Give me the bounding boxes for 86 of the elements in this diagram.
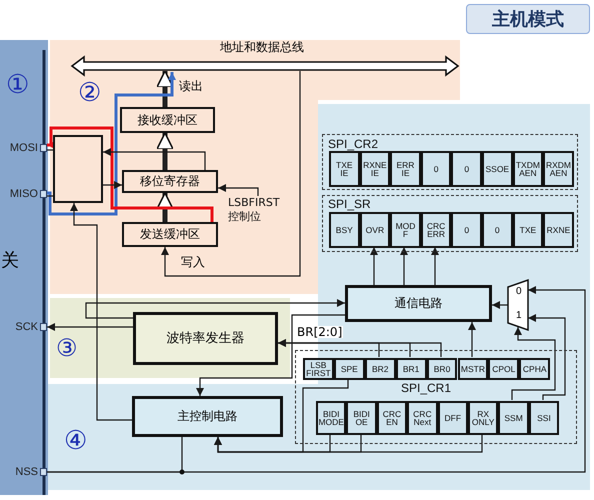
process-box: 波特率发生器 (133, 312, 278, 365)
register-bit-cell: ERR IE (390, 151, 421, 187)
register-name: SPI_CR1 (401, 382, 452, 394)
arrow (70, 203, 132, 421)
pin-label: MISO (10, 189, 38, 200)
register-bit-cell: BSY (329, 212, 360, 248)
arrow (528, 314, 566, 400)
register-bit-cell: MOD F (390, 212, 421, 248)
register-bit-cell: BR2 (364, 358, 396, 380)
process-box: 发送缓冲区 (122, 222, 218, 247)
register-bit-cell: SSI (528, 401, 560, 435)
edge-label: BR[2:0] (296, 326, 344, 338)
register-group (322, 134, 578, 190)
register-bit-cell: CRC ERR (420, 212, 452, 248)
register-bit-cell: CPOL (488, 358, 520, 380)
arrow (431, 247, 439, 285)
process-box: 主控制电路 (132, 396, 283, 437)
arrow (214, 434, 483, 453)
process-box: 通信电路 (345, 285, 492, 322)
side-label: 关 (1, 252, 19, 270)
register-bit-cell: TXE IE (329, 151, 360, 187)
arrow (103, 181, 122, 189)
arrow (370, 247, 378, 285)
connector-line (47, 195, 53, 197)
register-bit-cell: SSOE (482, 151, 513, 187)
callout-number: ① (6, 72, 30, 98)
pin-label: MOSI (10, 143, 38, 154)
callout-number: ③ (56, 336, 78, 360)
pin-label: SCK (15, 322, 38, 333)
register-bit-cell: OVR (360, 212, 390, 248)
register-bit-cell: CRC EN (376, 401, 408, 435)
arrow (196, 314, 345, 396)
register-bit-cell: CRC Next (407, 401, 438, 435)
edge-label: 写入 (180, 256, 206, 268)
register-bit-cell: RXNE (543, 212, 574, 248)
register-bit-cell: CPHA (519, 358, 550, 380)
register-name: SPI_SR (328, 198, 371, 210)
register-bit-cell: 0 (451, 212, 482, 248)
arrow (103, 148, 206, 170)
mux-input-label: 0 (516, 287, 522, 297)
register-bit-cell: TXE (512, 212, 544, 248)
register-bit-cell: RXDM AEN (543, 151, 574, 187)
connector-line (47, 149, 53, 151)
data-transfer-arrow (156, 192, 174, 222)
pin-label: NSS (15, 467, 38, 478)
signal-path-arrow (47, 126, 214, 222)
register-bit-cell: LSB FIRST (303, 358, 334, 380)
register-bit-cell: 0 (420, 151, 452, 187)
register-bit-cell: RXNE IE (360, 151, 390, 187)
control-bit-label: LSBFIRST 控制位 (228, 196, 294, 226)
edge-label: 读出 (178, 80, 204, 92)
register-bit-cell: SSM (498, 401, 529, 435)
register-group (322, 195, 578, 252)
register-bit-cell: 0 (451, 151, 482, 187)
register-group (295, 350, 577, 444)
arrow (218, 184, 259, 196)
arrow (161, 71, 301, 277)
register-bit-cell: BR0 (426, 358, 458, 380)
arrow (85, 299, 345, 319)
title-badge: 主机模式 (466, 4, 590, 34)
register-bit-cell: DFF (438, 401, 468, 435)
arrow (400, 247, 408, 285)
process-box: 移位寄存器 (122, 170, 218, 193)
register-bit-cell: BR1 (396, 358, 427, 380)
callout-number: ④ (64, 428, 88, 454)
register-bit-cell: 0 (482, 212, 513, 248)
process-box: 接收缓冲区 (120, 107, 215, 133)
signal-path-arrow (46, 72, 176, 216)
register-bit-cell: SPE (334, 358, 365, 380)
mux-input-label: 1 (516, 311, 522, 321)
bus-label: 地址和数据总线 (220, 41, 304, 53)
arrow (47, 286, 586, 473)
arrow (468, 322, 476, 357)
arrow (47, 323, 133, 331)
register-bit-cell: TXDM AEN (512, 151, 544, 187)
register-bit-cell: BIDI MODE (316, 401, 346, 435)
arrow (511, 327, 556, 400)
arrow (278, 339, 442, 357)
register-name: SPI_CR2 (328, 138, 378, 150)
register-bit-cell: BIDI OE (346, 401, 377, 435)
selector-box (53, 135, 103, 203)
register-bit-cell: RX ONLY (468, 401, 498, 435)
register-bit-cell: MSTR (458, 358, 488, 380)
data-transfer-arrow (156, 132, 174, 170)
callout-number: ② (78, 80, 102, 106)
arrow (492, 301, 508, 309)
